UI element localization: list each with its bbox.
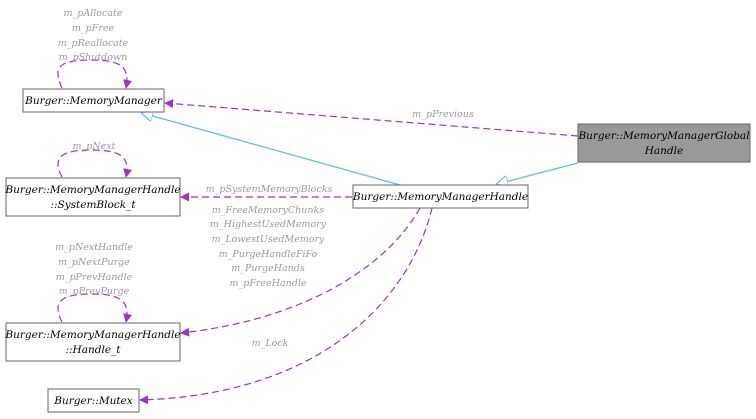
node-memory-manager-handle[interactable]: Burger::MemoryManagerHandle	[352, 184, 529, 209]
labels-memory-manager-self: m_pAllocate m_pFree m_pReallocate m_pShu…	[58, 8, 129, 63]
node-handle-t[interactable]: Burger::MemoryManagerHandle ::Handle_t	[4, 322, 181, 362]
edge-label: m_pPrevHandle	[56, 272, 133, 283]
node-label-line1: Burger::MemoryManagerGlobal	[577, 130, 749, 142]
node-label: Burger::Mutex	[53, 395, 132, 407]
edge-label: m_pPrevPurge	[59, 286, 130, 297]
edge-label-previous: m_pPrevious	[412, 109, 474, 120]
node-memory-manager[interactable]: Burger::MemoryManager	[22, 88, 165, 113]
node-system-block[interactable]: Burger::MemoryManagerHandle ::SystemBloc…	[4, 177, 181, 217]
node-label-line2: Handle	[644, 145, 683, 157]
edge-system-block-self	[57, 149, 133, 178]
node-label-line2: ::SystemBlock_t	[50, 199, 136, 211]
edge-label: m_PurgeHands	[231, 263, 305, 274]
edge-label-system-block-self: m_pNext	[73, 141, 116, 152]
node-label: Burger::MemoryManager	[24, 95, 163, 107]
edge-memory-manager-self	[57, 59, 132, 89]
node-memory-manager-global-handle[interactable]: Burger::MemoryManagerGlobal Handle	[577, 123, 751, 163]
edge-previous	[164, 99, 579, 137]
labels-handle-members: m_FreeMemoryChunks m_HighestUsedMemory m…	[210, 205, 327, 289]
edge-label-lock: m_Lock	[252, 338, 289, 349]
edge-label-system-memory-blocks: m_pSystemMemoryBlocks	[206, 184, 333, 195]
edge-label: m_pFreeHandle	[229, 278, 306, 289]
edge-label: m_LowestUsedMemory	[212, 234, 325, 245]
edge-lock	[139, 207, 433, 405]
node-mutex[interactable]: Burger::Mutex	[47, 388, 140, 413]
node-label-line2: ::Handle_t	[65, 344, 121, 356]
edge-label: m_pReallocate	[58, 38, 129, 49]
edge-label: m_pShutdown	[59, 52, 127, 63]
node-label-line1: Burger::MemoryManagerHandle	[4, 329, 180, 341]
edge-label: m_PurgeHandleFiFo	[219, 249, 318, 260]
edge-label: m_pFree	[72, 23, 115, 34]
node-label-line1: Burger::MemoryManagerHandle	[4, 184, 180, 196]
edge-label: m_FreeMemoryChunks	[212, 205, 325, 216]
edge-handle-members	[180, 207, 421, 337]
edge-label: m_pNextPurge	[58, 257, 130, 268]
edge-label: m_HighestUsedMemory	[210, 219, 327, 230]
edge-inherit-handle-manager	[142, 113, 401, 186]
edge-handle-t-self	[57, 293, 132, 323]
edge-label: m_pNextHandle	[55, 242, 133, 253]
labels-handle-t-self: m_pNextHandle m_pNextPurge m_pPrevHandle…	[55, 242, 133, 297]
edge-inherit-global-handle	[497, 162, 579, 184]
edge-label: m_pAllocate	[64, 8, 123, 19]
node-label: Burger::MemoryManagerHandle	[352, 191, 528, 203]
